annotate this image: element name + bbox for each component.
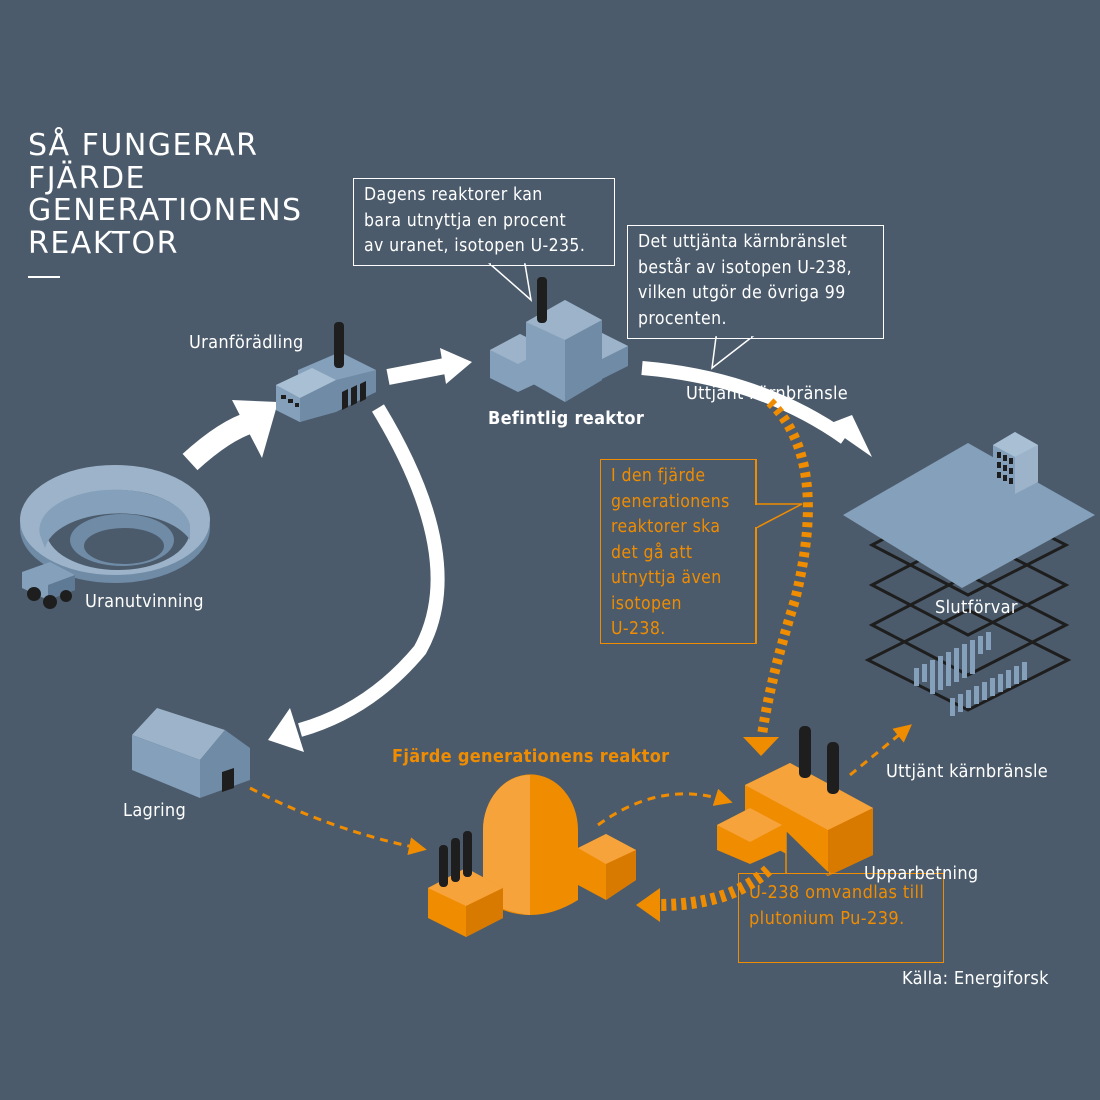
label-upparbetning: Upparbetning — [864, 863, 979, 884]
callout-tail-fjarde — [754, 503, 803, 530]
callout-line: U-238. — [611, 619, 666, 639]
enrichment-plant-icon — [276, 322, 376, 422]
label-slutforvar: Slutförvar — [935, 597, 1018, 618]
callout-line: av uranet, isotopen U-235. — [364, 236, 586, 256]
callout-border-segment — [755, 459, 757, 505]
callout-line: Det uttjänta kärnbränslet — [638, 232, 848, 252]
title-divider — [28, 276, 60, 278]
callout-line: I den fjärde — [611, 466, 706, 486]
callout-line: Dagens reaktorer kan — [364, 185, 543, 205]
flow-arrow-reactor-to-repository — [641, 361, 872, 457]
callout-u238-omvandlas: U-238 omvandlas till plutonium Pu-239. — [738, 873, 944, 963]
title-line: GENERATIONENS — [28, 193, 303, 228]
flow-thick-dashed-reprocessing-to-gen4 — [636, 865, 773, 922]
callout-fjarde-generationen: I den fjärde generationens reaktorer ska… — [600, 459, 757, 644]
callout-line: bara utnyttja en procent — [364, 210, 567, 231]
title-line: REAKTOR — [28, 225, 179, 261]
callout-dagens-reaktorer: Dagens reaktorer kan bara utnyttja en pr… — [353, 178, 615, 266]
callout-line: procenten. — [638, 308, 727, 329]
flow-arrow-mine-to-enrichment — [182, 400, 278, 471]
callout-line: isotopen — [611, 593, 682, 614]
label-uranforadling: Uranförädling — [189, 332, 304, 353]
flow-dashed-gen4-to-reprocessing — [597, 788, 733, 827]
label-fjarde-generationens-reaktor: Fjärde generationens reaktor — [392, 746, 670, 767]
callout-line: det gå att — [611, 542, 693, 563]
title-line: FJÄRDE — [28, 160, 146, 196]
callout-line: utnyttja även — [611, 568, 722, 588]
page-title: SÅ FUNGERAR FJÄRDE GENERATIONENS REAKTOR — [28, 128, 303, 261]
callout-line: generationens — [611, 491, 730, 512]
label-lagring: Lagring — [123, 800, 187, 821]
uranium-mine-icon — [20, 465, 210, 583]
storage-building-icon — [132, 708, 250, 798]
label-uranutvinning: Uranutvinning — [85, 591, 204, 612]
callout-line: plutonium Pu-239. — [749, 907, 905, 929]
callout-line: U-238 omvandlas till — [749, 882, 925, 903]
label-uttjant-karnbransle-2: Uttjänt kärnbränsle — [886, 761, 1049, 782]
callout-line: består av isotopen U-238, — [638, 257, 853, 278]
source-credit: Källa: Energiforsk — [902, 968, 1049, 989]
flow-dashed-storage-to-gen4 — [249, 786, 427, 856]
flow-dashed-reprocessing-to-repository — [849, 724, 912, 777]
gen4-reactor-icon — [428, 774, 636, 937]
title-line: SÅ FUNGERAR — [28, 128, 259, 163]
flow-arrow-enrichment-to-storage — [268, 404, 445, 752]
reprocessing-plant-icon — [717, 726, 873, 876]
callout-line: vilken utgör de övriga 99 — [638, 283, 846, 303]
mining-truck-icon — [22, 562, 75, 609]
final-repository-icon — [843, 432, 1095, 716]
callout-tail-uttjanta — [711, 336, 755, 370]
callout-uttjanta-karnbranslet: Det uttjänta kärnbränslet består av isot… — [627, 225, 884, 339]
canister-rows — [914, 632, 1027, 716]
callout-line: reaktorer ska — [611, 517, 721, 537]
label-befintlig-reaktor: Befintlig reaktor — [488, 408, 645, 429]
callout-border-segment — [755, 527, 757, 644]
flow-arrow-enrichment-to-reactor — [386, 348, 472, 385]
callout-tail-dagens — [488, 263, 533, 302]
label-uttjant-karnbransle: Uttjänt kärnbränsle — [686, 383, 849, 404]
existing-reactor-icon — [490, 277, 628, 402]
flow-thick-dashed-spent-fuel-to-reprocessing — [743, 398, 813, 756]
